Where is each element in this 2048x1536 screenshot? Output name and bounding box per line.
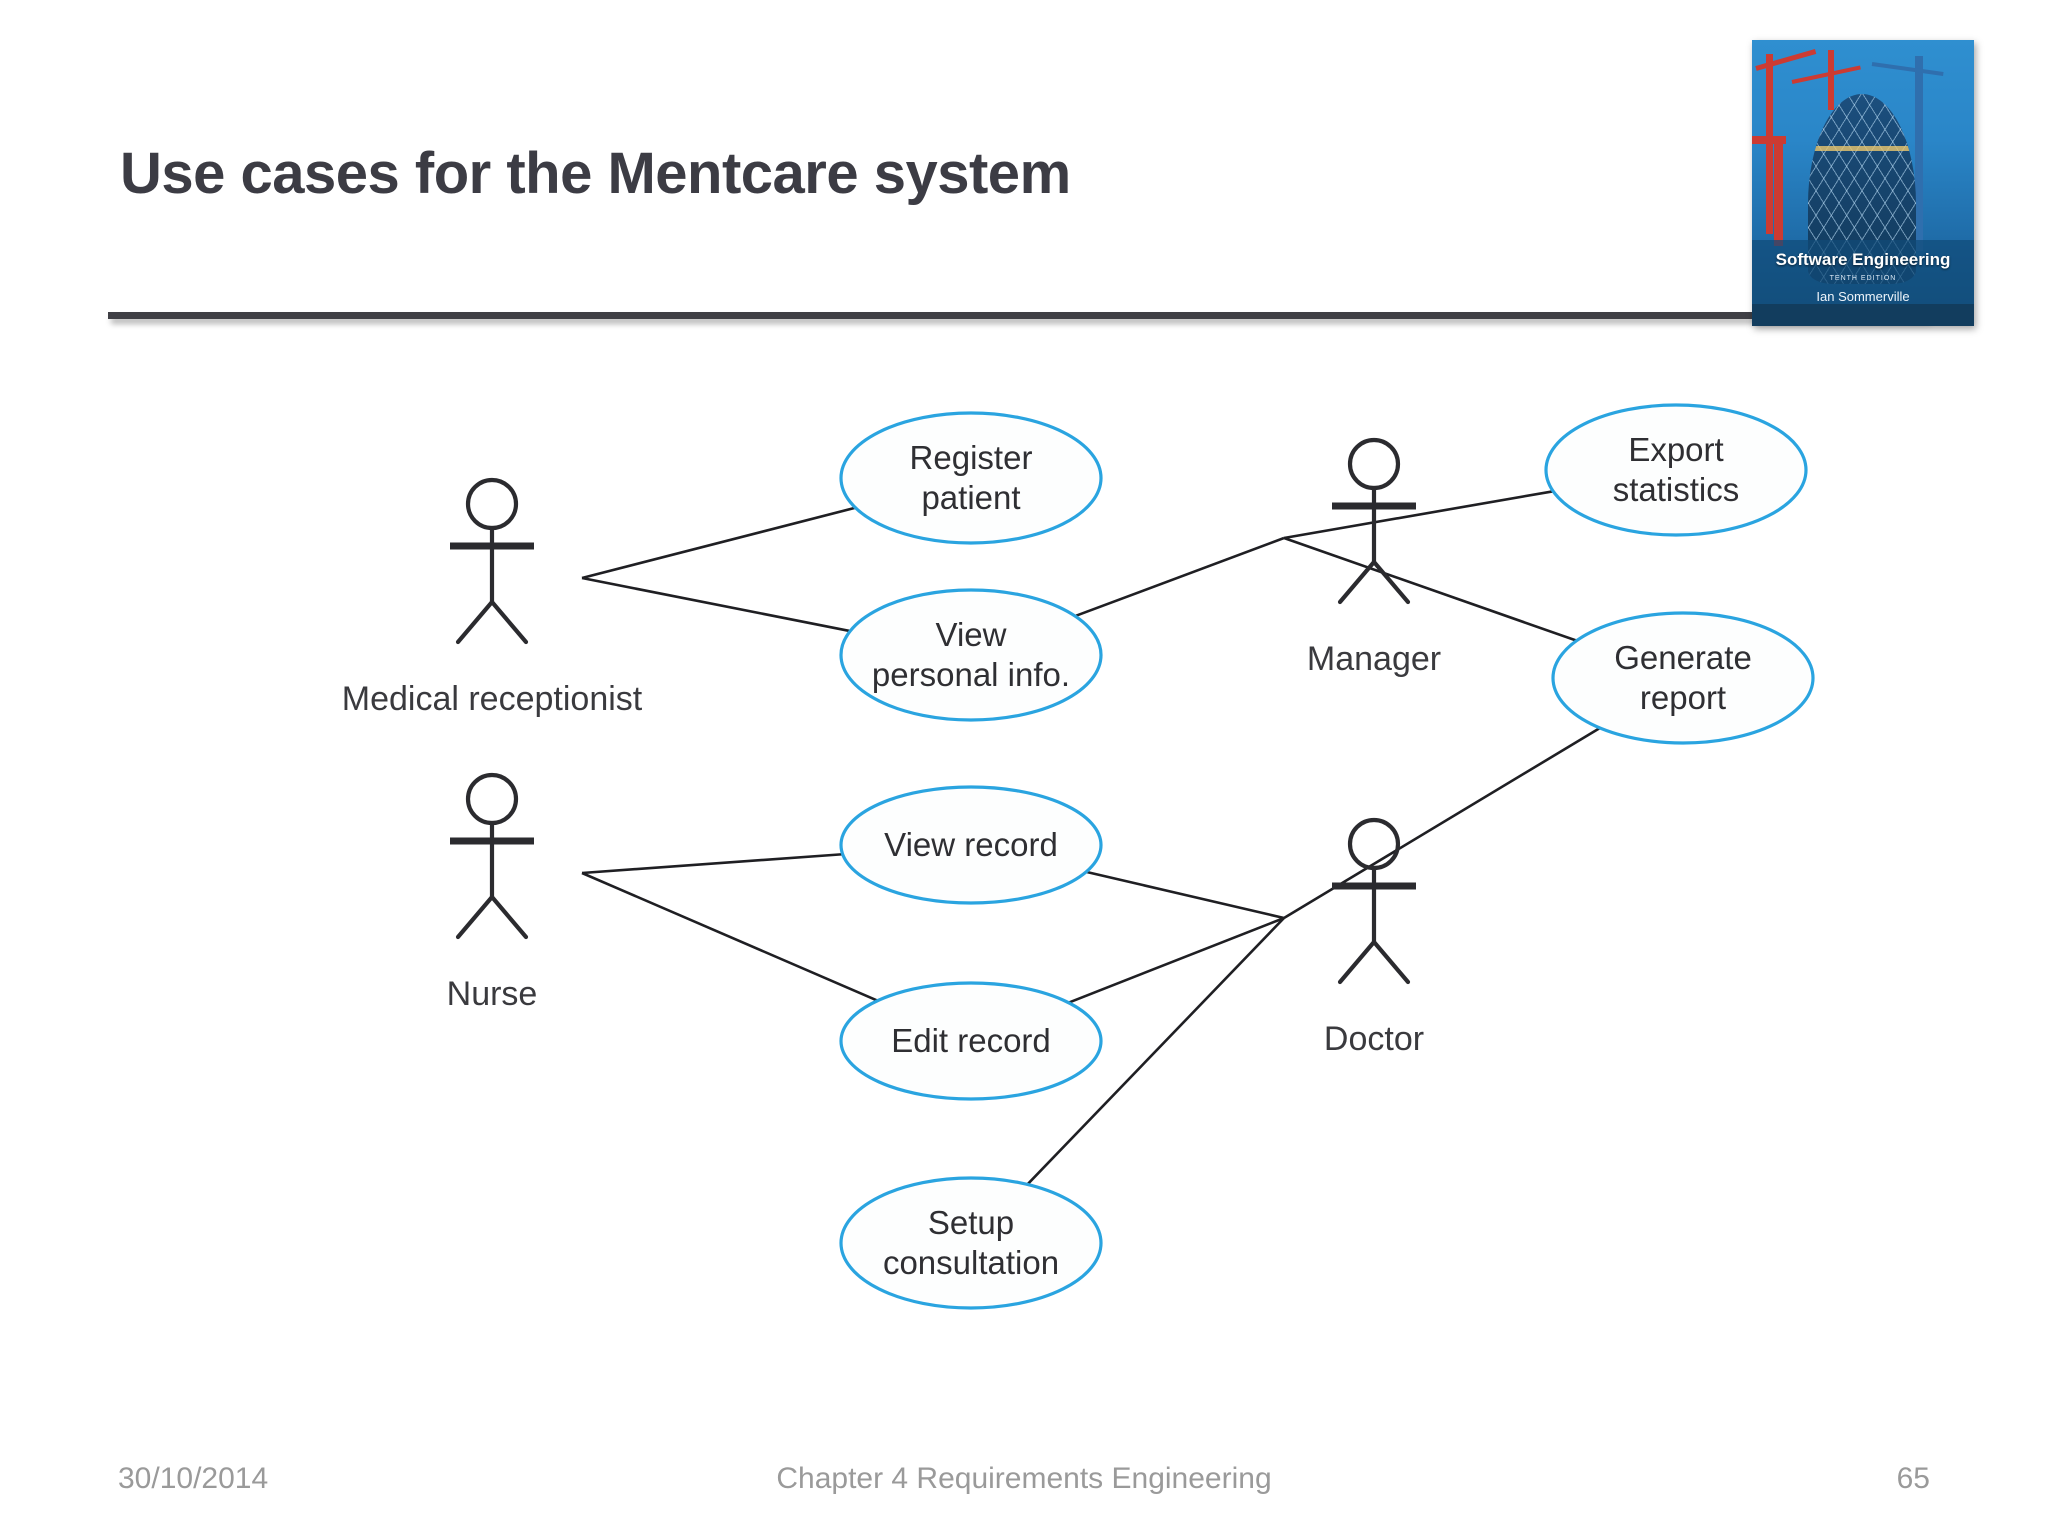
crane-red-tower — [1774, 136, 1783, 246]
book-cover-edition: TENTH EDITION — [1829, 275, 1897, 282]
crane-blue-right — [1915, 56, 1923, 251]
actor-head — [465, 477, 519, 531]
use-case-label: Register — [910, 439, 1033, 476]
actor-head — [465, 772, 519, 826]
actor-leg-left — [455, 599, 495, 645]
use-case-ellipse — [1544, 403, 1808, 537]
association-manager-export-statistics — [1283, 490, 1554, 540]
actor-label: Manager — [1307, 640, 1441, 678]
use-case-label: Generate — [1614, 639, 1752, 676]
association-manager-view-personal-info — [1074, 536, 1285, 618]
crane-red-far-left — [1752, 136, 1786, 144]
association-doctor-generate-report — [1283, 726, 1601, 920]
use-case-label: Export — [1628, 431, 1723, 468]
use-case-label: statistics — [1613, 471, 1740, 508]
book-cover-title: Software Engineering — [1775, 250, 1951, 269]
association-doctor-setup-consultation — [1026, 917, 1285, 1186]
actor-leg-right — [489, 599, 529, 645]
association-manager-generate-report — [1283, 536, 1578, 642]
actor-label: Doctor — [1324, 1020, 1424, 1058]
actor-medical-receptionist[interactable]: Medical receptionist — [342, 477, 643, 718]
title-divider — [108, 312, 1928, 319]
use-case-ellipse — [839, 785, 1103, 905]
actor-head — [1347, 817, 1401, 871]
use-case-ellipse — [839, 1176, 1103, 1310]
book-cover-bottom-strip — [1752, 304, 1974, 326]
footer-chapter: Chapter 4 Requirements Engineering — [776, 1462, 1272, 1495]
use-case-label: Setup — [928, 1204, 1014, 1241]
actor-leg-right — [1371, 939, 1411, 985]
actor-label: Nurse — [447, 975, 538, 1013]
actor-nurse[interactable]: Nurse — [447, 772, 538, 1013]
use-case-ellipse — [839, 588, 1103, 722]
association-lines-layer — [581, 490, 1601, 1186]
actor-leg-left — [1337, 939, 1377, 985]
association-medical-receptionist-view-personal-info — [581, 576, 851, 633]
association-medical-receptionist-register-patient — [581, 506, 856, 580]
use-case-label: View — [936, 616, 1007, 653]
use-case-label: View record — [884, 826, 1058, 863]
use-case-ellipse — [1551, 611, 1815, 745]
use-case-label: personal info. — [872, 656, 1070, 693]
footer-page-number: 65 — [1896, 1462, 1930, 1495]
book-cover-author: Ian Sommerville — [1816, 289, 1910, 304]
use-case-label: Edit record — [891, 1022, 1051, 1059]
association-doctor-view-record — [1085, 870, 1285, 920]
actor-leg-right — [489, 894, 529, 940]
page-title: Use cases for the Mentcare system — [120, 141, 1071, 206]
actor-manager[interactable]: Manager — [1307, 437, 1441, 678]
use-case-view-record[interactable]: View record — [839, 785, 1103, 905]
use-case-label: consultation — [883, 1244, 1059, 1281]
use-case-ellipse — [839, 981, 1103, 1101]
actor-head — [1347, 437, 1401, 491]
actor-leg-left — [455, 894, 495, 940]
actor-doctor[interactable]: Doctor — [1324, 817, 1424, 1058]
use-case-edit-record[interactable]: Edit record — [839, 981, 1103, 1101]
footer-date: 30/10/2014 — [118, 1462, 269, 1495]
use-case-label: patient — [921, 479, 1020, 516]
actor-leg-right — [1371, 559, 1411, 605]
actor-label: Medical receptionist — [342, 680, 643, 718]
book-cover-band — [1752, 240, 1974, 304]
association-nurse-edit-record — [581, 871, 879, 1002]
gherkin-band — [1808, 146, 1916, 151]
association-nurse-view-record — [581, 852, 843, 875]
crane-red-left — [1766, 54, 1773, 234]
association-doctor-edit-record — [1068, 916, 1285, 1004]
use-case-label: report — [1640, 679, 1726, 716]
actor-leg-left — [1337, 559, 1377, 605]
use-case-ellipse — [839, 411, 1103, 545]
book-cover-image: Software Engineering TENTH EDITION Ian S… — [1752, 40, 1974, 326]
crane-red-mid — [1828, 50, 1834, 110]
